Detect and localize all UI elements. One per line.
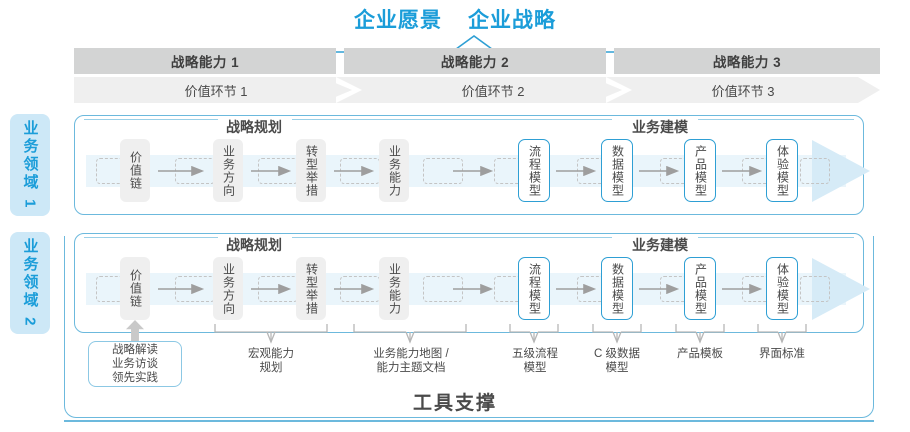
node-2-transformation-measures[interactable]: 转型举措 — [296, 257, 326, 320]
node-2-business-direction[interactable]: 业务方向 — [213, 257, 243, 320]
tool-caption-product-template: 产品模板 — [677, 348, 723, 360]
node-1-process-model[interactable]: 流程模型 — [518, 139, 550, 202]
flow-arrow-2-1 — [158, 284, 205, 294]
node-1-experience-model[interactable]: 体验模型 — [766, 139, 798, 202]
section-rule-right-1 — [698, 119, 854, 120]
flow-arrow-1-3 — [334, 166, 375, 176]
value-link-cell-3[interactable]: 价值环节 3 — [628, 77, 858, 103]
flow-arrow-1-6 — [639, 166, 680, 176]
section-rule-left-1 — [84, 119, 218, 120]
bottom-divider — [64, 420, 874, 422]
node-2-product-model[interactable]: 产品模型 — [684, 257, 716, 320]
flow-arrow-1-5 — [556, 166, 597, 176]
tool-support-title: 工具支撑 — [412, 393, 497, 414]
flow-arrow-2-7 — [722, 284, 763, 294]
page-title: 企业愿景 企业战略 — [0, 4, 910, 34]
flow-arrow-1-1 — [158, 166, 205, 176]
tool-bracket-macro-capability — [214, 324, 328, 344]
node-1-product-model[interactable]: 产品模型 — [684, 139, 716, 202]
capability-band: 战略能力 1 战略能力 2 战略能力 3 — [74, 48, 880, 74]
title-vision: 企业愿景 — [354, 9, 442, 32]
tool-caption-five-level-process: 五级流程 模型 — [512, 348, 558, 374]
value-link-end-arrow — [858, 77, 880, 103]
capability-cell-2[interactable]: 战略能力 2 — [344, 48, 606, 74]
node-1-data-model[interactable]: 数据模型 — [601, 139, 633, 202]
node-2-business-capability[interactable]: 业务能力 — [379, 257, 409, 320]
placeholder-box-1-10 — [800, 158, 830, 184]
node-2-value-chain[interactable]: 价值链 — [120, 257, 150, 320]
node-1-business-capability[interactable]: 业务能力 — [379, 139, 409, 202]
section-rule-left-2 — [84, 237, 218, 238]
section-title-modeling-2: 业务建模 — [632, 237, 688, 253]
tool-caption-macro-capability-plan: 宏观能力 规划 — [248, 348, 294, 374]
capability-cell-1[interactable]: 战略能力 1 — [74, 48, 336, 74]
tool-caption-capability-map: 业务能力地图 / 能力主题文档 — [373, 348, 449, 374]
flow-arrow-2-4 — [453, 284, 494, 294]
section-title-planning-2: 战略规划 — [226, 237, 282, 253]
node-2-experience-model[interactable]: 体验模型 — [766, 257, 798, 320]
value-link-cell-2[interactable]: 价值环节 2 — [358, 77, 628, 103]
tool-bracket-ui-standard — [757, 324, 807, 344]
flow-arrow-1-7 — [722, 166, 763, 176]
flow-arrow-1-4 — [453, 166, 494, 176]
section-rule-right-2 — [698, 237, 854, 238]
flow-arrow-2-6 — [639, 284, 680, 294]
flow-arrow-2-3 — [334, 284, 375, 294]
tool-caption-c-level-data: C 级数据 模型 — [594, 348, 640, 374]
domain-label-2[interactable]: 业务领域 2 — [10, 232, 50, 334]
tool-bracket-data-model — [592, 324, 642, 344]
section-title-planning-1: 战略规划 — [226, 119, 282, 135]
placeholder-box-2-10 — [800, 276, 830, 302]
section-title-modeling-1: 业务建模 — [632, 119, 688, 135]
flow-arrow-2-2 — [251, 284, 292, 294]
section-rule-mid-2 — [292, 237, 612, 238]
domain-label-1[interactable]: 业务领域 1 — [10, 114, 50, 216]
tool-bracket-product-template — [675, 324, 725, 344]
value-link-cell-1[interactable]: 价值环节 1 — [74, 77, 358, 103]
node-1-transformation-measures[interactable]: 转型举措 — [296, 139, 326, 202]
tool-bracket-process-model — [509, 324, 559, 344]
node-2-process-model[interactable]: 流程模型 — [518, 257, 550, 320]
title-strategy: 企业战略 — [468, 9, 556, 32]
node-1-business-direction[interactable]: 业务方向 — [213, 139, 243, 202]
node-1-value-chain[interactable]: 价值链 — [120, 139, 150, 202]
flow-arrow-1-2 — [251, 166, 292, 176]
tool-caption-ui-standard: 界面标准 — [759, 348, 805, 360]
value-link-band: 价值环节 1 价值环节 2 价值环节 3 — [74, 77, 880, 103]
section-rule-mid-1 — [292, 119, 612, 120]
flow-arrow-2-5 — [556, 284, 597, 294]
tool-bracket-capability-map — [353, 324, 467, 344]
node-2-data-model[interactable]: 数据模型 — [601, 257, 633, 320]
capability-cell-3[interactable]: 战略能力 3 — [614, 48, 880, 74]
tool-caption-strategy-interpretation[interactable]: 战略解读 业务访谈 领先实践 — [88, 341, 182, 387]
